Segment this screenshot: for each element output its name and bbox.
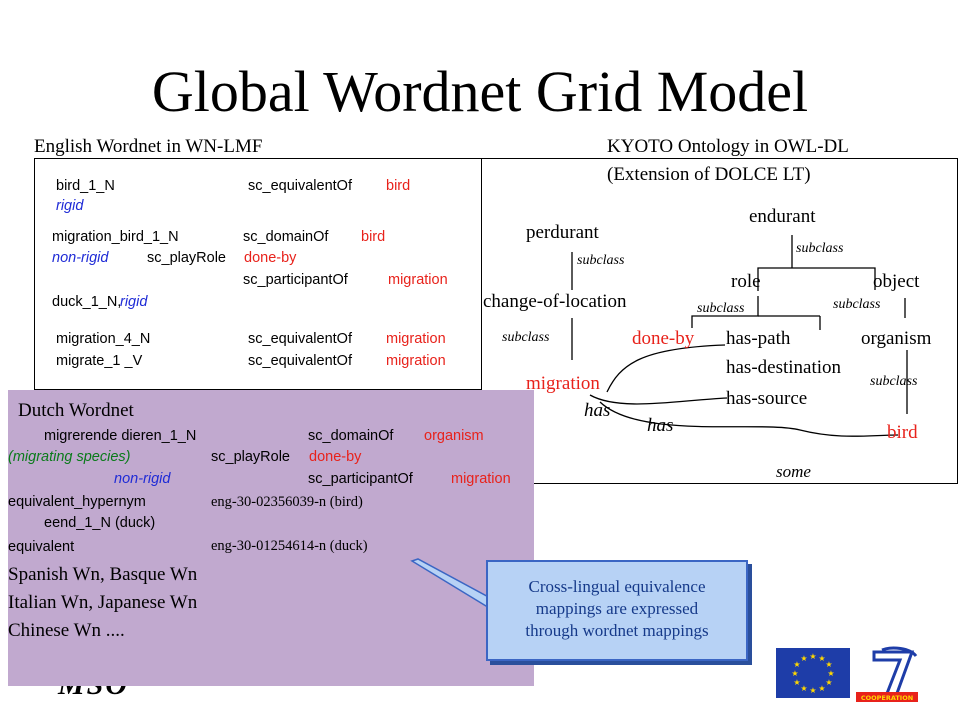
entry-value: migration: [451, 471, 511, 487]
callout-box: Cross-lingual equivalence mappings are e…: [486, 560, 748, 661]
node-change-of-location: change-of-location: [483, 291, 627, 312]
subclass-label: subclass: [577, 253, 625, 268]
entry-term: migration_bird_1_N: [52, 229, 179, 245]
subclass-link: [757, 267, 876, 291]
entry-value: bird: [361, 229, 386, 245]
svg-text:★: ★: [800, 654, 807, 663]
node-object: object: [873, 271, 920, 292]
entry-value: bird: [386, 178, 411, 194]
kyoto-ontology-header: KYOTO Ontology in OWL-DL: [607, 136, 849, 157]
entry-relation: sc_domainOf: [308, 428, 394, 444]
dutch-heading: Dutch Wordnet: [18, 400, 134, 421]
entry-term: migration_4_N: [56, 331, 151, 347]
subclass-link: [691, 296, 759, 328]
other-wordnets-line: Italian Wn, Japanese Wn: [8, 592, 198, 613]
entry-term: bird_1_N: [56, 178, 115, 194]
has-label: has: [584, 400, 611, 421]
entry-relation: sc_participantOf: [243, 272, 348, 288]
fp7-logo-text: COOPERATION: [861, 694, 913, 702]
entry-value: organism: [424, 428, 484, 444]
svg-text:★: ★: [825, 660, 832, 669]
other-wordnets-line: Chinese Wn ....: [8, 620, 125, 641]
entry-gloss: (migrating species): [8, 449, 131, 465]
entry-relation: sc_equivalentOf: [248, 178, 352, 194]
svg-text:★: ★: [809, 686, 816, 695]
page-title: Global Wordnet Grid Model: [151, 59, 809, 124]
equivalence-label: equivalent: [8, 539, 75, 555]
kyoto-ontology-box: [481, 158, 958, 484]
subclass-label: subclass: [796, 241, 844, 256]
callout-line: through wordnet mappings: [525, 621, 709, 640]
node-bird: bird: [887, 422, 918, 443]
node-perdurant: perdurant: [526, 222, 599, 243]
svg-text:★: ★: [825, 678, 832, 687]
synset-id: eng-30-02356039-n (bird): [211, 494, 363, 510]
kyoto-ontology-subheader: (Extension of DOLCE LT): [607, 164, 811, 185]
svg-text:★: ★: [800, 684, 807, 693]
fp7-logo: COOPERATION: [856, 646, 918, 702]
entry-value: done-by: [244, 250, 297, 266]
entry-rigidity: rigid: [120, 294, 148, 310]
node-done-by: done-by: [632, 328, 695, 349]
node-role: role: [731, 271, 761, 292]
subclass-label: subclass: [502, 330, 550, 345]
svg-text:★: ★: [827, 669, 834, 678]
entry-relation: sc_playRole: [147, 250, 226, 266]
node-endurant: endurant: [749, 206, 816, 227]
other-wordnets-line: Spanish Wn, Basque Wn: [8, 564, 198, 585]
node-has-source: has-source: [726, 388, 808, 409]
subclass-label: subclass: [870, 374, 918, 389]
svg-text:★: ★: [791, 669, 798, 678]
svg-text:★: ★: [818, 654, 825, 663]
entry-value: done-by: [309, 449, 362, 465]
entry-rigidity: rigid: [56, 198, 84, 214]
subclass-label: subclass: [697, 301, 745, 316]
entry-term: migrerende dieren_1_N: [44, 428, 197, 444]
callout-line: mappings are expressed: [535, 599, 699, 618]
entry-value: migration: [388, 272, 448, 288]
entry-term: eend_1_N (duck): [44, 515, 156, 531]
callout-line: Cross-lingual equivalence: [528, 577, 706, 596]
svg-text:★: ★: [793, 660, 800, 669]
entry-relation: sc_equivalentOf: [248, 331, 352, 347]
eu-flag-logo: ★ ★ ★ ★ ★ ★ ★ ★ ★ ★ ★ ★: [776, 648, 850, 698]
english-wordnet-header: English Wordnet in WN-LMF: [34, 136, 263, 157]
dutch-wordnet-panel: Dutch Wordnet migrerende dieren_1_N sc_d…: [8, 390, 534, 686]
entry-value: migration: [386, 353, 446, 369]
has-relation-curve: [589, 394, 728, 405]
entry-value: migration: [386, 331, 446, 347]
some-label: some: [776, 462, 811, 481]
node-organism: organism: [861, 328, 932, 349]
entry-term: migrate_1 _V: [56, 353, 143, 369]
entry-relation: sc_domainOf: [243, 229, 329, 245]
entry-relation: sc_playRole: [211, 449, 290, 465]
synset-id: eng-30-01254614-n (duck): [211, 538, 368, 554]
svg-text:★: ★: [809, 652, 816, 661]
entry-rigidity: non-rigid: [114, 471, 171, 487]
has-relation-curve: [606, 344, 726, 393]
subclass-label: subclass: [833, 297, 881, 312]
node-has-path: has-path: [726, 328, 791, 349]
svg-text:★: ★: [818, 684, 825, 693]
svg-text:★: ★: [793, 678, 800, 687]
entry-relation: sc_participantOf: [308, 471, 413, 487]
node-has-destination: has-destination: [726, 357, 842, 378]
has-label: has: [647, 415, 674, 436]
equivalence-label: equivalent_hypernym: [8, 494, 146, 510]
has-relation-curve: [599, 401, 899, 437]
entry-term: duck_1_N,: [52, 294, 122, 310]
entry-rigidity: non-rigid: [52, 250, 109, 266]
entry-relation: sc_equivalentOf: [248, 353, 352, 369]
node-migration: migration: [526, 373, 600, 394]
